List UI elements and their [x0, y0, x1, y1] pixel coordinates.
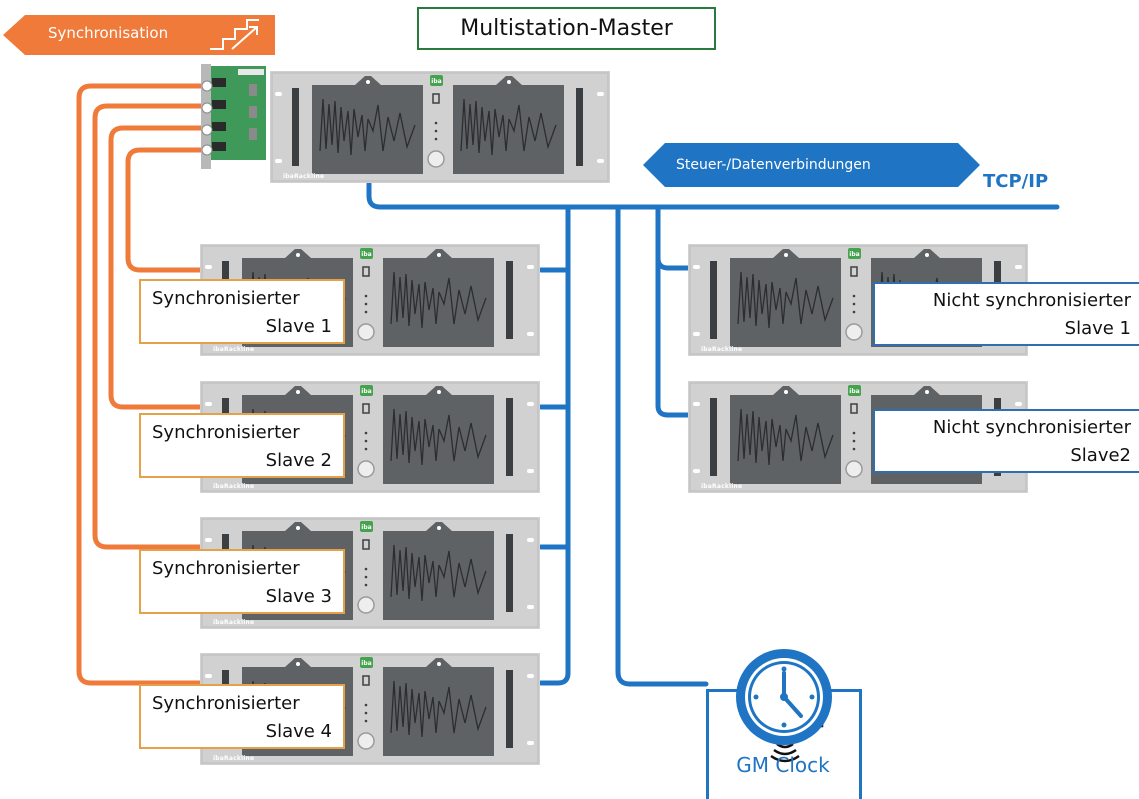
- unsync-slave-label-2: Nicht synchronisierter Slave2: [873, 409, 1139, 473]
- network-backbone: [366, 179, 1060, 210]
- svg-text:iba: iba: [361, 524, 371, 531]
- data-connections-label: Steuer-/Datenverbindungen: [676, 157, 871, 173]
- sync-card: [201, 64, 266, 169]
- synchronisation-banner: [3, 15, 275, 55]
- svg-text:iba: iba: [361, 388, 371, 395]
- svg-text:iba: iba: [431, 78, 441, 85]
- rack-brand-label: ibaRackline: [701, 346, 743, 353]
- unsync-slave-label-1: Nicht synchronisierter Slave 1: [873, 282, 1139, 346]
- data-connections-banner: [643, 143, 980, 187]
- sync-cable-1: [125, 147, 210, 273]
- rack-brand-label: ibaRackline: [283, 173, 325, 180]
- rack-brand-label: ibaRackline: [213, 755, 255, 762]
- svg-text:iba: iba: [849, 251, 859, 258]
- network-label: TCP/IP: [983, 171, 1049, 192]
- synchronisation-label: Synchronisation: [48, 24, 169, 42]
- sync-cable-4: [76, 83, 210, 686]
- rack-unit-drawing: iba: [270, 71, 610, 183]
- clock-icon: [736, 649, 832, 745]
- master-title: Multistation-Master: [417, 7, 716, 50]
- rack-brand-label: ibaRackline: [213, 619, 255, 626]
- sync-slave-label-1: Synchronisierter Slave 1: [139, 279, 345, 344]
- sync-cables: [76, 83, 210, 686]
- sync-cable-3: [92, 103, 210, 550]
- rack-brand-label: ibaRackline: [213, 346, 255, 353]
- network-drop-left: [538, 204, 571, 686]
- network-drop-right: [655, 204, 692, 418]
- network-drop-clock: [615, 204, 709, 687]
- rack-master: iba ibaRackline: [270, 71, 610, 183]
- sync-slave-label-2: Synchronisierter Slave 2: [139, 413, 345, 478]
- rack-brand-label: ibaRackline: [701, 483, 743, 490]
- sync-slave-label-3: Synchronisierter Slave 3: [139, 549, 345, 614]
- network-cables: [366, 179, 1060, 687]
- rack-brand-label: ibaRackline: [213, 483, 255, 490]
- svg-text:iba: iba: [361, 660, 371, 667]
- gm-clock-label: GM Clock: [736, 753, 830, 777]
- stairs-arrow-icon: [210, 19, 259, 50]
- svg-text:iba: iba: [361, 251, 371, 258]
- svg-text:iba: iba: [849, 388, 859, 395]
- sync-cable-2: [108, 125, 210, 410]
- sync-slave-label-4: Synchronisierter Slave 4: [139, 684, 345, 749]
